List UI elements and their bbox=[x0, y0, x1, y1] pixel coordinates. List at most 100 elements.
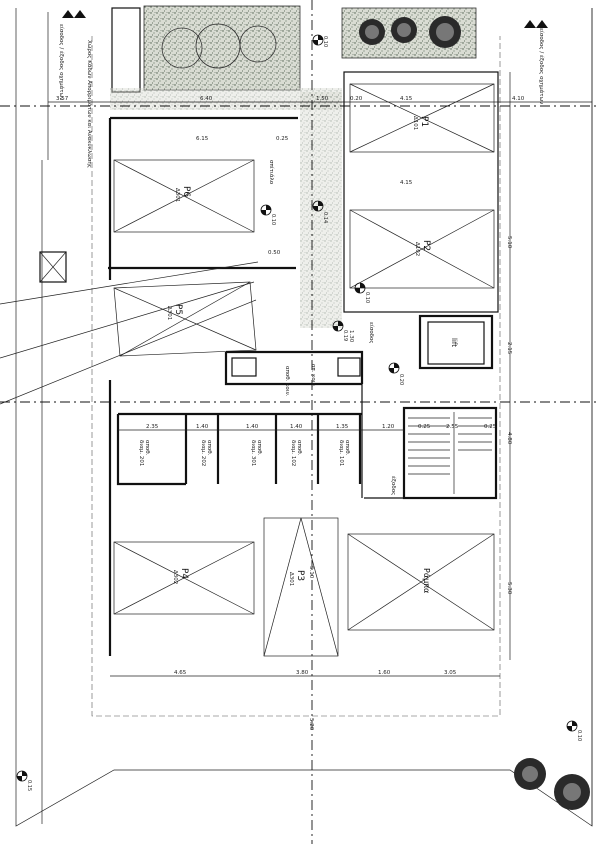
dim-025c: 0.25 bbox=[484, 424, 497, 430]
p3-area: Δ301 bbox=[288, 572, 294, 586]
corridor-label: οπ. κοιν. bbox=[310, 364, 316, 388]
parking-p2 bbox=[349, 209, 495, 289]
entry-right-label: είσοδος / έξοδος οχημάτων bbox=[538, 28, 545, 104]
level-marker-7 bbox=[566, 720, 578, 732]
dim-305: 3.05 bbox=[444, 670, 457, 676]
storage-2-code: διαμ. 202 bbox=[200, 440, 206, 466]
dim-160: 1.60 bbox=[378, 670, 391, 676]
storage-4-label: αποθ. bbox=[296, 440, 302, 456]
sightlines bbox=[0, 261, 259, 405]
parking-ramp bbox=[347, 533, 495, 631]
staircase bbox=[402, 406, 498, 500]
entrance-label: είσοδος bbox=[368, 322, 375, 344]
exit-label: έξοδος bbox=[390, 476, 397, 495]
dim-615: 6.15 bbox=[196, 136, 209, 142]
dim-130: 1.30 bbox=[348, 330, 354, 343]
entry-left-label: είσοδος / έξοδος οχημάτων bbox=[58, 24, 65, 100]
shrub-icons-top bbox=[359, 16, 461, 48]
dim-480: 4.80 bbox=[506, 432, 512, 445]
level-marker-4 bbox=[354, 282, 366, 294]
shrub-icons-bottom bbox=[514, 758, 590, 810]
p4-area: Δ302 bbox=[172, 570, 178, 584]
dim-410: 4.10 bbox=[512, 96, 525, 102]
level-2: 0.10 bbox=[270, 214, 276, 225]
level-7: 0.10 bbox=[576, 730, 582, 741]
dim-150: 1.50 bbox=[316, 96, 329, 102]
entry-arrow-left bbox=[62, 10, 86, 18]
dim-025: 0.25 bbox=[276, 136, 289, 142]
p2-area: Δ102 bbox=[414, 242, 420, 256]
parking-p4 bbox=[113, 541, 255, 615]
parking-p1 bbox=[349, 83, 495, 153]
setback-line bbox=[91, 36, 501, 717]
dim-510: 5.10 bbox=[506, 236, 512, 249]
p4-label: P4 bbox=[179, 568, 189, 579]
p3-label: P3 bbox=[295, 570, 305, 581]
storage-common-label: αποθ. κοιν. bbox=[284, 366, 290, 397]
storage-4-code: διαμ. 102 bbox=[290, 440, 296, 466]
parking-p3 bbox=[263, 517, 339, 657]
bin-box bbox=[39, 251, 67, 283]
level-marker-5 bbox=[332, 320, 344, 332]
level-marker-6 bbox=[388, 362, 400, 374]
p1-area: Δ101 bbox=[412, 116, 418, 130]
storage-row bbox=[116, 384, 404, 499]
p1-label: P1 bbox=[419, 116, 429, 127]
parking-p5 bbox=[113, 281, 257, 357]
level-8: 0.15 bbox=[26, 780, 32, 791]
dim-510b: 5.10 bbox=[308, 566, 314, 579]
dim-415b: 4.15 bbox=[400, 180, 413, 186]
dim-380: 3.80 bbox=[296, 670, 309, 676]
p5-area: Δ301 bbox=[166, 306, 172, 320]
dim-140a: 1.40 bbox=[196, 424, 209, 430]
level-6: 0.20 bbox=[398, 374, 404, 385]
level-4: 0.10 bbox=[364, 292, 370, 303]
dim-140c: 1.40 bbox=[290, 424, 303, 430]
dim-215: 2.15 bbox=[506, 342, 512, 355]
core-box-right bbox=[337, 357, 361, 377]
dim-357: 3.57 bbox=[56, 96, 69, 102]
lift-label: lift bbox=[450, 338, 458, 347]
level-marker-3 bbox=[312, 200, 324, 212]
storage-3-label: αποθ. bbox=[256, 440, 262, 456]
tree-icons bbox=[161, 23, 277, 69]
dim-520: 5.20 bbox=[308, 718, 314, 731]
p6-area: Δ301 bbox=[174, 188, 180, 202]
dim-135: 1.35 bbox=[336, 424, 349, 430]
dim-465: 4.65 bbox=[174, 670, 187, 676]
dim-530: 5.30 bbox=[506, 582, 512, 595]
storage-1-label: αποθ. bbox=[144, 440, 150, 456]
bin-area-label: Χώρος Κάδων Απορριμάτων και Ανακύκλωσης bbox=[86, 40, 93, 168]
core-box-left bbox=[231, 357, 257, 377]
left-strip bbox=[111, 7, 141, 93]
level-marker-8 bbox=[16, 770, 28, 782]
driveway-strip bbox=[110, 88, 342, 110]
dim-050: 0.50 bbox=[268, 250, 281, 256]
level-1: 0.10 bbox=[322, 36, 328, 47]
dim-025b: 0.25 bbox=[418, 424, 431, 430]
building-wall-top bbox=[108, 116, 298, 270]
dim-255: 2.55 bbox=[446, 424, 459, 430]
storage-5-code: διαμ. 101 bbox=[338, 440, 344, 466]
stairs-label: σπίτιάλο bbox=[268, 160, 275, 185]
ramp-label: Ράμπα bbox=[422, 568, 431, 593]
level-5: 0.19 bbox=[342, 330, 348, 341]
storage-1-code: διαμ. 201 bbox=[138, 440, 144, 466]
storage-3-code: διαμ. 301 bbox=[250, 440, 256, 466]
p5-label: P5 bbox=[173, 304, 183, 315]
entry-arrow-right bbox=[524, 20, 548, 28]
storage-5-label: αποθ. bbox=[344, 440, 350, 456]
right-block bbox=[343, 71, 499, 313]
dim-120: 1.20 bbox=[382, 424, 395, 430]
lift-shaft bbox=[418, 314, 494, 370]
dim-235: 2.35 bbox=[146, 424, 159, 430]
storage-2-label: αποθ. bbox=[206, 440, 212, 456]
dim-140b: 1.40 bbox=[246, 424, 259, 430]
level-3: 0.14 bbox=[322, 212, 328, 223]
p2-label: P2 bbox=[421, 240, 431, 251]
dim-640: 6.40 bbox=[200, 96, 213, 102]
level-marker-2 bbox=[260, 204, 272, 216]
level-marker-1 bbox=[312, 34, 324, 46]
core-walls bbox=[224, 350, 364, 386]
